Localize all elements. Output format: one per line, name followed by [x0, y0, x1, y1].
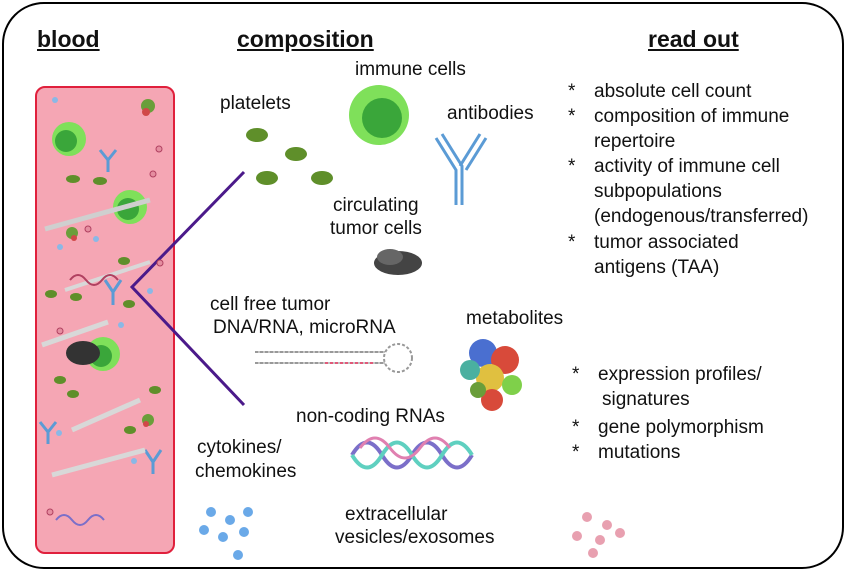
label-antibodies: antibodies [447, 103, 534, 124]
readout-item: repertoire [594, 131, 676, 152]
label-cfdna-line1: cell free tumor [210, 294, 331, 315]
label-cytokines-line1: cytokines/ [197, 437, 282, 458]
immune-cell-illustration [349, 85, 409, 145]
bullet-star: * [572, 417, 580, 438]
header-readout: read out [648, 26, 739, 52]
exosome-dots [572, 512, 625, 558]
label-ev-line2: vesicles/exosomes [335, 527, 495, 548]
label-ctc-line2: tumor cells [330, 218, 422, 239]
bullet-star: * [568, 106, 576, 127]
readout-item: composition of immune [594, 106, 790, 127]
label-immune-cells: immune cells [355, 59, 466, 80]
cytokine-dots [199, 507, 253, 560]
blood-vessel-panel [35, 86, 175, 554]
diagram-frame [2, 2, 844, 569]
label-metabolites: metabolites [466, 308, 564, 329]
ncrna-helix-illustration [350, 436, 474, 470]
readout-item: (endogenous/transferred) [594, 206, 809, 227]
header-blood: blood [37, 26, 100, 52]
platelet-in-blood [66, 175, 80, 183]
platelets-illustration [246, 128, 333, 185]
bullet-star: * [568, 81, 576, 102]
readout-item: absolute cell count [594, 81, 752, 102]
bullet-star: * [572, 442, 580, 463]
antibody-illustration [434, 133, 488, 205]
readout-item: antigens (TAA) [594, 257, 720, 278]
label-cytokines-line2: chemokines [195, 461, 297, 482]
label-platelets: platelets [220, 93, 291, 114]
label-ev-line1: extracellular [345, 504, 448, 525]
metabolite-illustration [460, 339, 522, 411]
composition-bracket [129, 170, 246, 407]
header-composition: composition [237, 26, 374, 52]
bullet-star: * [568, 232, 576, 253]
blood-contents [38, 97, 164, 526]
readout-item: subpopulations [594, 181, 722, 202]
readout-item: gene polymorphism [598, 417, 764, 438]
label-ncrna: non-coding RNAs [296, 406, 445, 427]
bullet-star: * [572, 364, 580, 385]
readout-item: mutations [598, 442, 681, 463]
tumor-cell-in-blood [66, 341, 100, 365]
readout-item: activity of immune cell [594, 156, 780, 177]
label-ctc-line1: circulating [333, 195, 419, 216]
readout-item: signatures [602, 389, 690, 410]
readout-item: expression profiles/ [598, 364, 762, 385]
tumor-cell-illustration [374, 249, 422, 275]
label-cfdna-line2: DNA/RNA, microRNA [213, 317, 396, 338]
bullet-star: * [568, 156, 576, 177]
rna-sequence-illustration [255, 343, 413, 373]
readout-item: tumor associated [594, 232, 739, 253]
